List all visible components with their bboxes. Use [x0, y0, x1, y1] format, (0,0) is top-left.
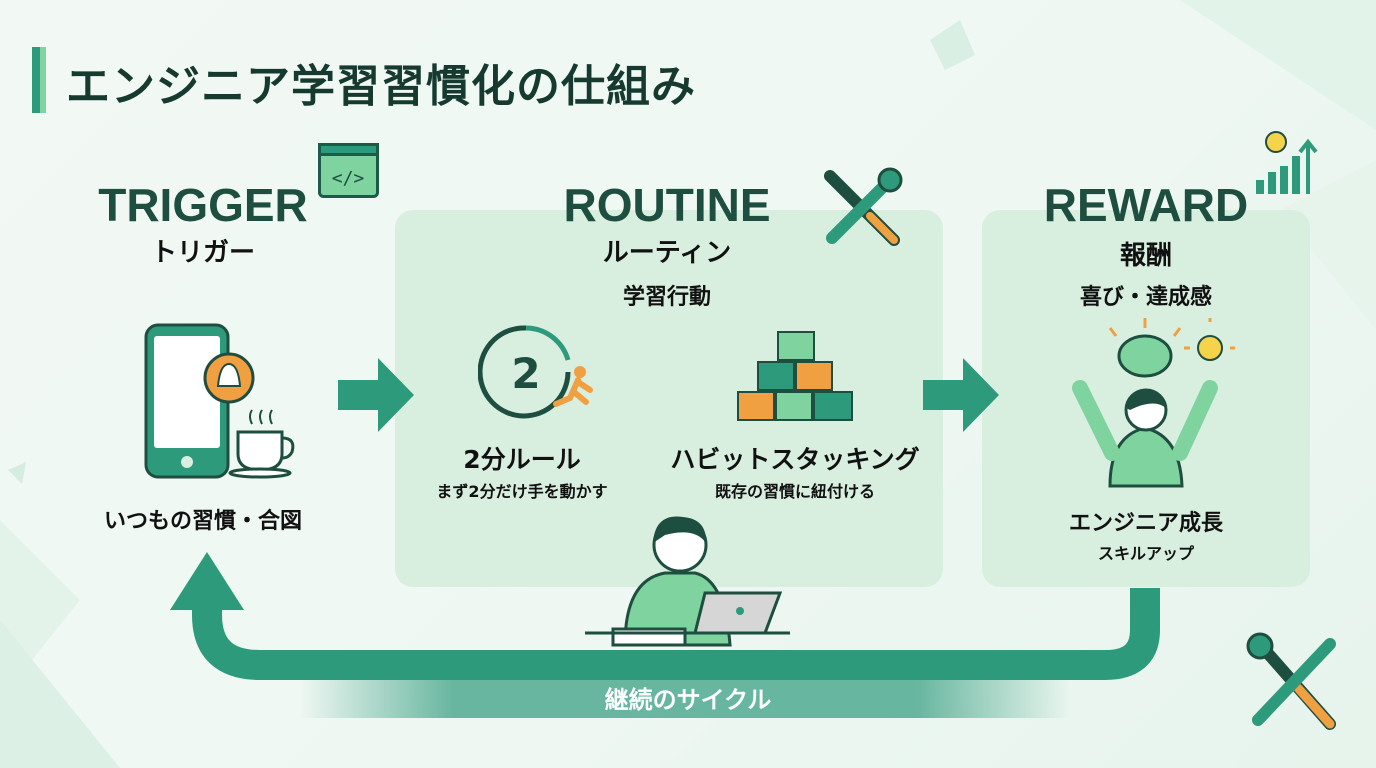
trigger-caption: いつもの習慣・合図 [103, 509, 303, 534]
two-minute-rule-desc: まず2分だけ手を動かす [436, 482, 608, 501]
wrench-screwdriver-icon [824, 167, 903, 246]
routine-subheading: ルーティン [602, 238, 732, 268]
phone-notification-icon [144, 323, 295, 479]
habit-stacking-title: ハビットスタッキング [670, 445, 920, 474]
page-title: エンジニア学習習慣化の仕組み [66, 61, 696, 112]
code-window-icon: </> [318, 143, 379, 198]
coffee-cup-icon [228, 409, 295, 479]
arrow-right-icon [338, 358, 414, 432]
reward-description: 喜び・達成感 [1079, 285, 1213, 310]
cycle-label: 継続のサイクル [604, 686, 772, 714]
reward-subheading: 報酬 [1119, 241, 1173, 271]
routine-description: 学習行動 [622, 285, 712, 310]
stacked-blocks-icon [737, 331, 853, 421]
svg-text:2: 2 [511, 349, 540, 398]
tools-icon [1246, 632, 1336, 730]
routine-heading: ROUTINE [563, 179, 771, 231]
person-studying-illustration [585, 516, 790, 647]
reward-heading: REWARD [1043, 179, 1249, 231]
idea-growth-chart-icon [1256, 131, 1318, 194]
reward-caption: エンジニア成長 [1068, 511, 1224, 536]
habit-stacking-desc: 既存の習慣に紐付ける [714, 482, 876, 501]
arrow-right-icon [923, 358, 999, 432]
two-minute-rule-title: 2分ルール [463, 445, 581, 474]
timer-running-icon: 2 [478, 325, 593, 419]
trigger-subheading: トリガー [150, 238, 256, 268]
trigger-heading: TRIGGER [98, 179, 308, 231]
title-accent-bar-light [40, 47, 46, 113]
svg-text:</>: </> [332, 168, 365, 189]
reward-caption-sub: スキルアップ [1097, 544, 1195, 563]
celebrating-person-illustration [1072, 318, 1235, 488]
